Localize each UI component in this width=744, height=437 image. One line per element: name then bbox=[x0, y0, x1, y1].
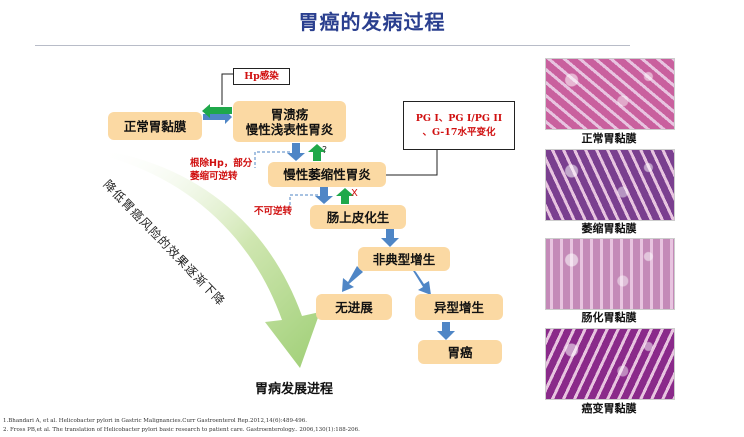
node-intestinal-metaplasia: 肠上皮化生 bbox=[310, 205, 406, 229]
eradicate-dashed-connector bbox=[254, 151, 290, 168]
title-divider bbox=[35, 45, 630, 46]
page-title: 胃癌的发病过程 bbox=[298, 10, 446, 34]
pg-callout-line1: PG I、PG I/PG II bbox=[415, 112, 503, 124]
eradicate-note-line2: 萎缩可逆转 bbox=[190, 171, 238, 182]
node-no-progress: 无进展 bbox=[316, 294, 392, 320]
micrograph-intestinal bbox=[545, 238, 675, 310]
micrograph-normal bbox=[545, 58, 675, 130]
cross-mark-note: X bbox=[351, 188, 358, 199]
hp-connector bbox=[221, 73, 233, 105]
node-normal-mucosa: 正常胃黏膜 bbox=[108, 112, 202, 140]
pg-connector bbox=[385, 148, 438, 176]
arrow-dysplasia-down-icon bbox=[437, 322, 455, 340]
node-atrophic-gastritis: 慢性萎缩性胃炎 bbox=[268, 162, 386, 187]
reference-1: 1.Bhandari A, et al. Helicobacter pylori… bbox=[3, 418, 308, 424]
arrow-ulcer-down-icon bbox=[287, 143, 305, 161]
node-ulcer-gastritis: 胃溃疡 慢性浅表性胃炎 bbox=[233, 101, 346, 142]
reference-2: 2. Fross PB,et al. The translation of He… bbox=[3, 427, 360, 433]
micrograph-label-atrophic: 萎缩胃黏膜 bbox=[581, 222, 637, 235]
node-dysplasia: 异型增生 bbox=[415, 294, 503, 320]
micrograph-label-cancer: 癌变胃黏膜 bbox=[581, 402, 637, 415]
pg-level-callout: PG I、PG I/PG II 、G-17水平变化 bbox=[403, 101, 515, 150]
node-gastric-cancer: 胃癌 bbox=[418, 340, 502, 364]
arrow-normal-to-ulcer-icon bbox=[203, 110, 232, 124]
hp-infection-callout: Hp感染 bbox=[233, 68, 290, 85]
micrograph-label-intestinal: 肠化胃黏膜 bbox=[581, 311, 637, 324]
pg-callout-line2: 、G-17水平变化 bbox=[422, 126, 496, 138]
arrow-intestinal-up-icon bbox=[336, 188, 354, 204]
big-curved-arrow bbox=[100, 150, 320, 368]
micrograph-label-normal: 正常胃黏膜 bbox=[581, 132, 637, 145]
arrow-to-no-progress-icon bbox=[342, 266, 363, 292]
node-ulcer-line1: 胃溃疡 bbox=[270, 106, 309, 122]
eradicate-hp-note: 根除Hp，部分 萎缩可逆转 bbox=[190, 157, 252, 183]
node-ulcer-line2: 慢性浅表性胃炎 bbox=[245, 121, 334, 137]
question-mark-note: ? bbox=[322, 145, 328, 156]
irreversible-note: 不可逆转 bbox=[254, 206, 293, 217]
eradicate-note-line1: 根除Hp，部分 bbox=[190, 158, 253, 169]
arrow-atrophic-up-icon bbox=[308, 144, 326, 161]
arrow-to-dysplasia-icon bbox=[410, 266, 431, 295]
micrograph-cancer bbox=[545, 328, 675, 400]
arrow-intestinal-down-icon bbox=[381, 229, 399, 247]
micrograph-atrophic bbox=[545, 149, 675, 221]
node-atypical-hyperplasia: 非典型增生 bbox=[358, 247, 450, 271]
disease-progression-label: 胃病发展进程 bbox=[255, 382, 334, 397]
arrow-ulcer-to-normal-icon bbox=[202, 104, 232, 118]
irreversible-dashed-connector bbox=[289, 194, 318, 208]
arrow-atrophic-down-icon bbox=[315, 187, 333, 204]
